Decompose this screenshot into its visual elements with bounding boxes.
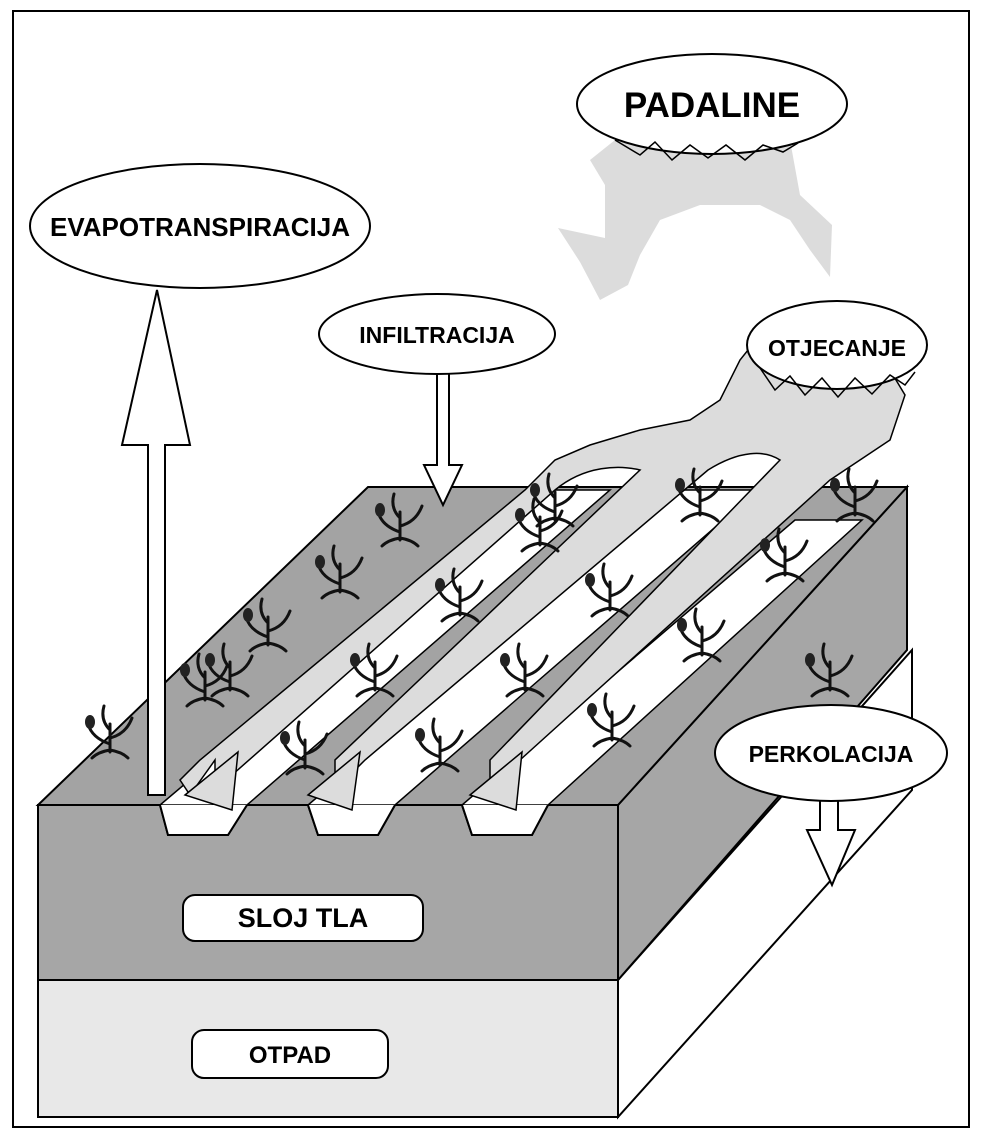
- plant-icon: [436, 567, 484, 623]
- percolation-label-group: PERKOLACIJA: [714, 704, 948, 802]
- plant-icon: [761, 527, 809, 583]
- waste-box: [191, 1029, 389, 1079]
- plant-leaf: [805, 653, 815, 667]
- plant-leaf: [435, 578, 445, 592]
- plant-leaf: [675, 478, 685, 492]
- plant-icon: [831, 467, 879, 523]
- evapotranspiration-label-group: EVAPOTRANSPIRACIJA: [29, 163, 371, 289]
- plant-icon: [516, 497, 564, 553]
- infiltration-text: INFILTRACIJA: [359, 322, 514, 348]
- plant-icon: [181, 652, 229, 708]
- runoff-label-group: OTJECANJE: [746, 300, 928, 399]
- plant-leaf: [180, 663, 190, 677]
- plant-leaf: [243, 608, 253, 622]
- plant-icon: [676, 467, 724, 523]
- plant-leaf: [760, 538, 770, 552]
- plant-icon: [281, 720, 329, 776]
- furrow-notch-3: [461, 804, 549, 836]
- evapotranspiration-text: EVAPOTRANSPIRACIJA: [50, 212, 350, 242]
- plant-leaf: [205, 653, 215, 667]
- plants-group: [85, 467, 879, 776]
- plant-leaf: [375, 503, 385, 517]
- infiltration-label-group: INFILTRACIJA: [318, 293, 556, 375]
- plant-icon: [586, 562, 634, 618]
- plant-leaf: [315, 555, 325, 569]
- runoff-arrowhead-1: [183, 750, 239, 811]
- soil-layer-text: SLOJ TLA: [238, 903, 369, 933]
- plant-leaf: [85, 715, 95, 729]
- infiltration-ellipse: [318, 293, 556, 375]
- precipitation-rain-edge: [614, 139, 799, 162]
- plant-icon: [416, 717, 464, 773]
- runoff-arrowhead-3: [468, 750, 523, 812]
- waste-text: OTPAD: [249, 1042, 331, 1069]
- infiltration-arrow: [422, 369, 464, 508]
- plant-leaf: [280, 731, 290, 745]
- plant-icon: [678, 607, 726, 663]
- runoff-ellipse: [746, 300, 928, 390]
- plant-leaf: [530, 483, 540, 497]
- evapotranspiration-ellipse: [29, 163, 371, 289]
- plant-leaf: [677, 618, 687, 632]
- percolation-ellipse: [714, 704, 948, 802]
- runoff-text: OTJECANJE: [768, 335, 906, 361]
- evapotranspiration-arrow: [120, 289, 192, 796]
- plant-icon: [588, 692, 636, 748]
- soil-layer-box: [182, 894, 424, 942]
- percolation-arrow: [805, 799, 857, 888]
- precipitation-text: PADALINE: [624, 86, 800, 125]
- plant-icon: [86, 704, 134, 760]
- plant-icon: [206, 642, 254, 698]
- runoff-flow: [179, 333, 906, 797]
- runoff-jagged-edge: [759, 367, 916, 399]
- plant-leaf: [830, 478, 840, 492]
- precipitation-ellipse: [576, 53, 848, 155]
- furrow-notch-2: [307, 804, 396, 836]
- soil-layer-label-group: SLOJ TLA: [182, 894, 424, 942]
- plant-leaf: [585, 573, 595, 587]
- plant-icon: [244, 597, 292, 653]
- plant-icon: [351, 642, 399, 698]
- plant-leaf: [415, 728, 425, 742]
- precipitation-label-group: PADALINE: [576, 53, 848, 162]
- precipitation-flow: [558, 140, 832, 300]
- percolation-text: PERKOLACIJA: [749, 741, 914, 767]
- plant-leaf: [587, 703, 597, 717]
- plant-icon: [316, 544, 364, 600]
- plant-icon: [501, 642, 549, 698]
- plant-icon: [806, 642, 854, 698]
- plant-icon: [531, 472, 579, 528]
- plant-leaf: [350, 653, 360, 667]
- plant-leaf: [500, 653, 510, 667]
- waste-label-group: OTPAD: [191, 1029, 389, 1079]
- furrow-notch-1: [159, 804, 248, 836]
- plant-icon: [376, 492, 424, 548]
- runoff-arrowhead-2: [306, 750, 362, 812]
- plant-leaf: [515, 508, 525, 522]
